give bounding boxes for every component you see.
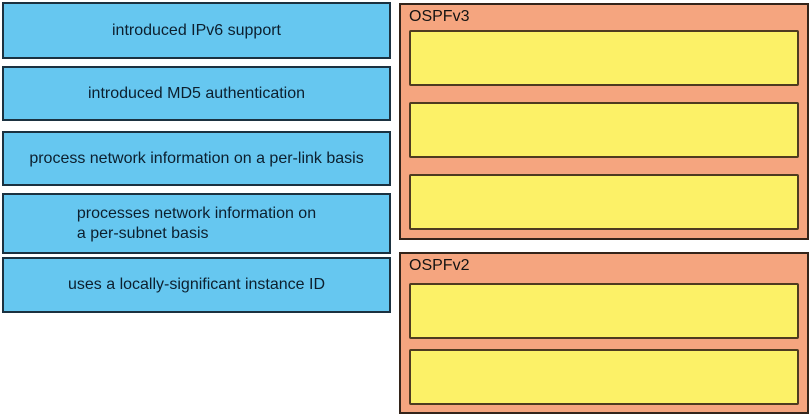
statement-instance-id[interactable]: uses a locally-significant instance ID — [2, 257, 391, 313]
answer-drop-slot[interactable] — [409, 30, 799, 86]
statement-label: process network information on a per-lin… — [29, 149, 364, 167]
answer-drop-slot[interactable] — [409, 174, 799, 230]
statement-per-link-basis[interactable]: process network information on a per-lin… — [2, 131, 391, 186]
statement-per-subnet-basis[interactable]: processes network information on a per-s… — [2, 193, 391, 254]
statement-md5-authentication[interactable]: introduced MD5 authentication — [2, 66, 391, 121]
answer-drop-slot[interactable] — [409, 102, 799, 158]
answer-drop-slot[interactable] — [409, 349, 799, 405]
ospfv2-panel-title: OSPFv2 — [409, 257, 470, 274]
statement-label: introduced MD5 authentication — [87, 84, 306, 102]
ospfv2-slot-list — [409, 283, 799, 405]
statement-label: processes network information on a per-s… — [76, 204, 317, 242]
ospfv3-slot-list — [409, 30, 799, 230]
statement-ipv6-support[interactable]: introduced IPv6 support — [2, 2, 391, 59]
statement-label: uses a locally-significant instance ID — [67, 276, 325, 293]
ospfv3-panel-title: OSPFv3 — [409, 8, 470, 25]
answer-drop-slot[interactable] — [409, 283, 799, 339]
statement-label: introduced IPv6 support — [112, 21, 281, 39]
ospfv3-drop-panel: OSPFv3 — [399, 3, 809, 240]
ospfv2-drop-panel: OSPFv2 — [399, 252, 809, 414]
